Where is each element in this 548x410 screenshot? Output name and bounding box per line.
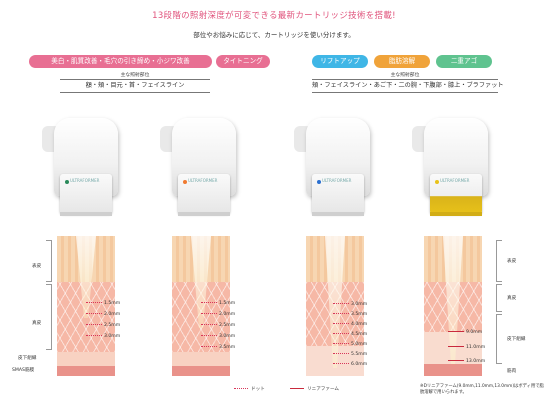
linear-line bbox=[448, 360, 464, 361]
layer-label-subcutaneous: 皮下組織 bbox=[18, 356, 37, 361]
depth-marker: 2.5mm bbox=[201, 323, 235, 328]
device-brand: ULTRAFORMER bbox=[440, 178, 470, 183]
depth-marker: 5.0mm bbox=[333, 342, 367, 347]
device-tip bbox=[312, 212, 364, 216]
depth-marker: 3.5mm bbox=[201, 345, 235, 350]
dot-line bbox=[201, 313, 217, 314]
layer-label-dermis: 真皮 bbox=[32, 321, 42, 326]
linear-line bbox=[448, 346, 464, 347]
dot-line bbox=[333, 353, 349, 354]
dot-line bbox=[333, 343, 349, 344]
device-tip bbox=[430, 212, 482, 216]
area-caption: 主な照射部位 bbox=[390, 73, 420, 78]
device-brand: ULTRAFORMER bbox=[322, 178, 352, 183]
dot-line bbox=[333, 363, 349, 364]
skin-diagram-3 bbox=[306, 236, 364, 376]
device-cartridge: ULTRAFORMER bbox=[178, 174, 230, 214]
cartridge-color-dot bbox=[65, 180, 69, 184]
dot-swatch bbox=[234, 388, 248, 389]
bracket-subcutaneous-right bbox=[496, 314, 502, 364]
layer-label-subcutaneous-right: 皮下組織 bbox=[507, 337, 526, 342]
dot-line bbox=[86, 324, 102, 325]
tag-double-chin: 二重アゴ bbox=[436, 55, 492, 68]
cartridge-color-dot bbox=[183, 180, 187, 184]
tag-liftup: リフトアップ bbox=[312, 55, 368, 68]
device-brand: ULTRAFORMER bbox=[70, 178, 100, 183]
headline: 13段階の照射深度が可変できる最新カートリッジ技術を搭載! bbox=[152, 11, 396, 21]
dot-line bbox=[201, 324, 217, 325]
area-box-left: 主な照射部位 額・頬・目元・首・フェイスライン bbox=[60, 72, 210, 93]
dot-line bbox=[333, 313, 349, 314]
depth-marker: 3.0mm bbox=[201, 334, 235, 339]
cartridge-color-dot bbox=[435, 180, 439, 184]
area-box-right: 主な照射部位 頬・フェイスライン・あご下・二の腕・下腹部・膝上・ブラファット bbox=[312, 72, 504, 93]
depth-marker: 13.0mm bbox=[448, 359, 485, 364]
tag-tightening: タイトニング bbox=[216, 55, 270, 68]
linear-swatch bbox=[290, 388, 304, 389]
depth-marker: 2.5mm bbox=[86, 323, 120, 328]
dot-line bbox=[201, 302, 217, 303]
depth-marker: 4.0mm bbox=[333, 322, 367, 327]
dot-line bbox=[333, 323, 349, 324]
depth-marker: 6.0mm bbox=[333, 362, 367, 367]
bracket-epidermis-right bbox=[496, 240, 502, 282]
smas-layer bbox=[57, 366, 115, 376]
device-cartridge: ULTRAFORMER bbox=[430, 174, 482, 214]
skin-diagram-4 bbox=[424, 236, 482, 376]
smas-layer bbox=[172, 366, 230, 376]
depth-marker: 11.0mm bbox=[448, 345, 485, 350]
skin-diagram-2 bbox=[172, 236, 230, 376]
muscle-layer bbox=[424, 364, 482, 376]
layer-label-epidermis: 表皮 bbox=[32, 264, 42, 269]
layer-label-muscle-right: 筋肉 bbox=[507, 369, 517, 374]
dot-line bbox=[86, 335, 102, 336]
device-brand: ULTRAFORMER bbox=[188, 178, 218, 183]
linear-line bbox=[448, 331, 464, 332]
dot-line bbox=[333, 333, 349, 334]
dot-line bbox=[201, 346, 217, 347]
device-tip bbox=[60, 212, 112, 216]
device-cartridge: ULTRAFORMER bbox=[60, 174, 112, 214]
depth-marker: 2.0mm bbox=[201, 312, 235, 317]
layer-label-smas: SMAS筋膜 bbox=[12, 368, 35, 373]
legend-linear: リニアファーム bbox=[290, 386, 339, 392]
subcutaneous-layer bbox=[172, 352, 230, 366]
depth-marker: 4.5mm bbox=[333, 332, 367, 337]
device-tip bbox=[178, 212, 230, 216]
depth-marker: 9.0mm bbox=[448, 330, 482, 335]
area-value-left: 額・頬・目元・首・フェイスライン bbox=[60, 79, 210, 93]
layer-label-dermis-right: 真皮 bbox=[507, 296, 517, 301]
dot-line bbox=[86, 302, 102, 303]
area-value-right: 頬・フェイスライン・あご下・二の腕・下腹部・膝上・ブラファット bbox=[312, 79, 504, 93]
area-caption: 主な照射部位 bbox=[120, 73, 150, 78]
dot-line bbox=[86, 313, 102, 314]
legend-dot: ドット bbox=[234, 386, 265, 392]
depth-marker: 1.5mm bbox=[201, 301, 235, 306]
layer-label-epidermis-right: 表皮 bbox=[507, 259, 517, 264]
depth-marker: 3.5mm bbox=[333, 312, 367, 317]
tag-fat-dissolve: 脂肪溶解 bbox=[374, 55, 430, 68]
bracket-dermis-right bbox=[496, 284, 502, 312]
depth-marker: 3.0mm bbox=[333, 302, 367, 307]
depth-marker: 3.0mm bbox=[86, 334, 120, 339]
cartridge-color-dot bbox=[317, 180, 321, 184]
skin-diagram-1 bbox=[57, 236, 115, 376]
depth-marker: 1.5mm bbox=[86, 301, 120, 306]
dot-line bbox=[333, 303, 349, 304]
subheadline: 部位やお悩みに応じて、カートリッジを使い分けます。 bbox=[193, 31, 355, 39]
dot-line bbox=[201, 335, 217, 336]
footnote: ※Dリニアファーム(9.0mm,11.0mm,13.0mm)はボディ用で脂肪溶解… bbox=[420, 384, 544, 395]
device-cartridge: ULTRAFORMER bbox=[312, 174, 364, 214]
depth-marker: 2.0mm bbox=[86, 312, 120, 317]
subcutaneous-layer bbox=[57, 352, 115, 366]
tag-beauty: 美白・肌質改善・毛穴の引き締め・小ジワ改善 bbox=[29, 55, 212, 68]
bracket-dermis bbox=[46, 284, 52, 350]
depth-marker: 5.5mm bbox=[333, 352, 367, 357]
bracket-epidermis bbox=[46, 240, 52, 282]
